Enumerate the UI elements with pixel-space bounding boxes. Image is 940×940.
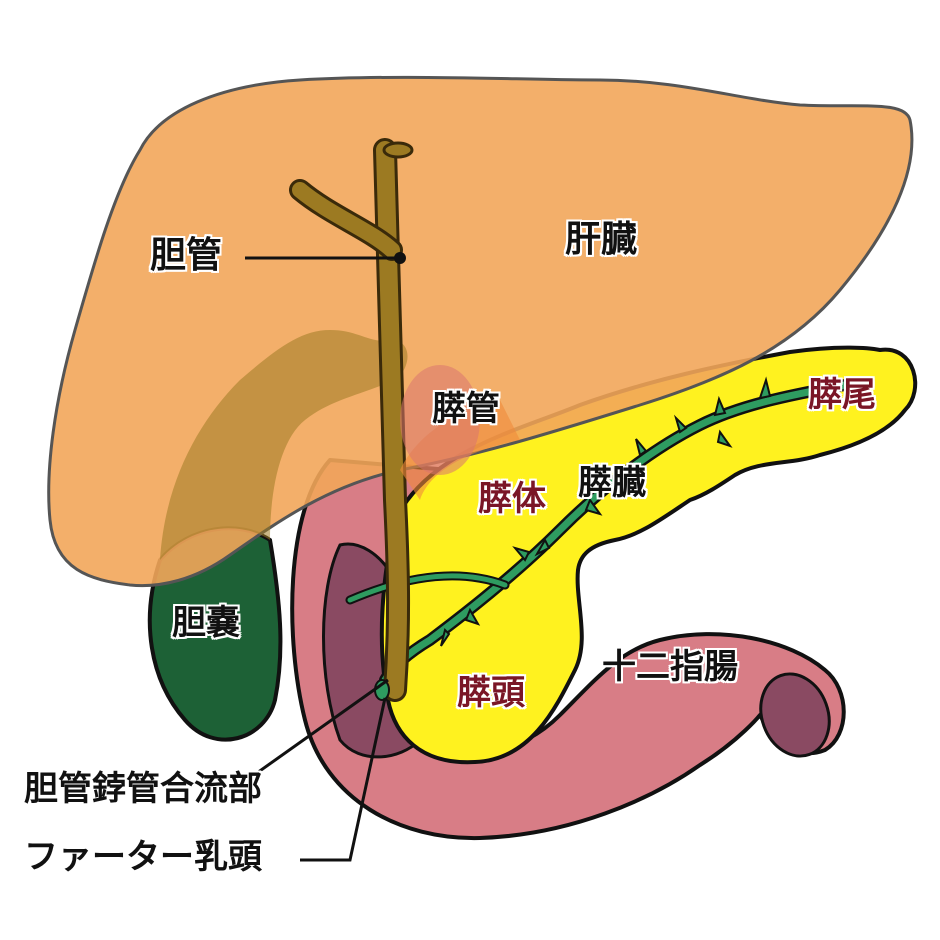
label-pancreas: 膵臓 — [578, 463, 646, 503]
label-pancreatic-duct: 膵管 — [432, 389, 500, 429]
bile-duct-top-opening — [382, 141, 414, 159]
label-pancreas-body: 膵体 — [478, 479, 546, 519]
label-liver: 肝臓 — [565, 219, 638, 260]
papilla-leader-line — [300, 697, 387, 862]
label-papilla-of-vater: ファーター乳頭 — [24, 837, 262, 877]
bile-duct-common-fill — [376, 141, 408, 699]
label-duodenum: 十二指腸 — [602, 647, 738, 687]
bile-duct-leader-dot — [394, 252, 406, 264]
label-pancreas-head: 膵頭 — [457, 673, 525, 713]
accessory-pancreatic-duct-fill — [347, 573, 508, 603]
label-gallbladder: 胆嚢 — [172, 603, 240, 643]
label-pancreaticobiliary-junction: 胆管鋍管合流部 — [24, 769, 262, 809]
duct-side-branches — [440, 376, 772, 647]
gallbladder-behind-liver — [160, 330, 408, 560]
pancreatic-duct-fill — [381, 381, 849, 684]
label-pancreas-tail: 膵尾 — [808, 375, 876, 415]
bile-duct-branch-fill — [292, 182, 400, 258]
duodenum-behind-liver — [400, 365, 480, 475]
label-bile-duct: 胆管 — [150, 235, 223, 276]
duodenum-lumen — [759, 672, 831, 758]
junction-leader-line — [239, 678, 389, 787]
